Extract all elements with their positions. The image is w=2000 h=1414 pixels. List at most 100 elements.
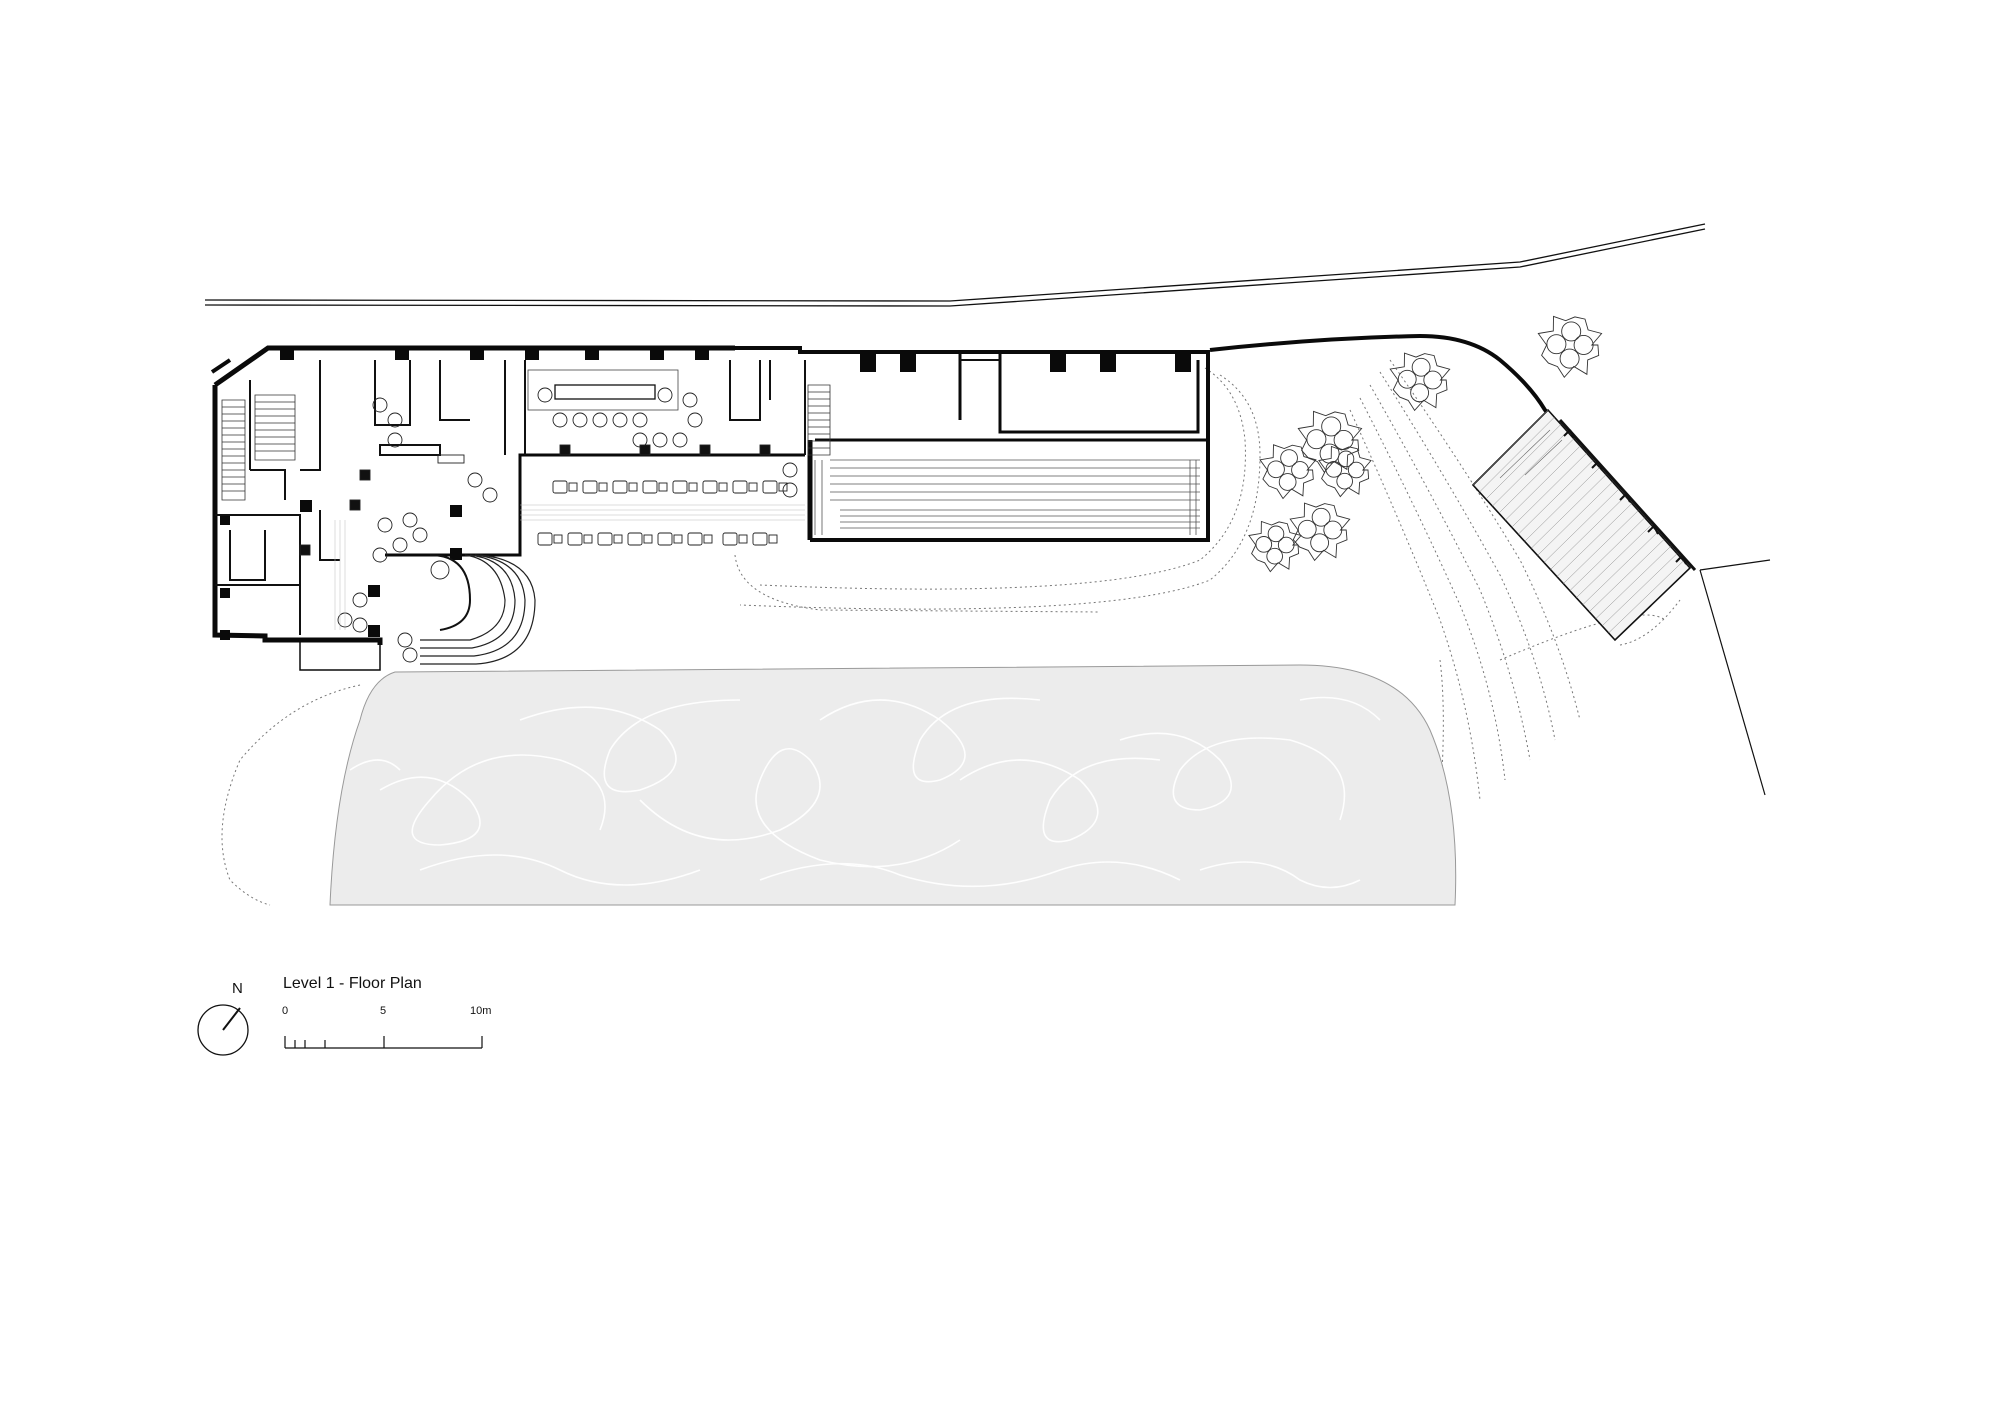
chair: [582, 480, 598, 494]
roof-hatch-line: [1569, 517, 1645, 591]
roof-hatch-line: [1563, 510, 1639, 584]
chair: [752, 532, 768, 546]
chair: [722, 532, 738, 546]
chair: [732, 480, 748, 494]
boundary-line-east: [1699, 569, 1766, 796]
chair: [657, 532, 673, 546]
tree-detail: [1410, 383, 1430, 403]
roof-hatch-line: [1576, 524, 1652, 598]
roof-hatch-line: [1485, 424, 1562, 500]
chair: [537, 532, 553, 546]
scale-label-5: 5: [380, 1005, 387, 1017]
round-table: [482, 487, 498, 503]
north-arrow: [197, 1004, 249, 1056]
roof-hatch-line: [1556, 503, 1633, 577]
round-table: [652, 432, 668, 448]
round-table: [430, 560, 450, 580]
round-table: [372, 397, 388, 413]
tree-detail: [1411, 357, 1431, 377]
table: [553, 534, 563, 544]
roof-hatch-line: [1608, 560, 1684, 634]
chair: [627, 532, 643, 546]
round-table: [657, 387, 673, 403]
round-table: [372, 547, 388, 563]
lake-swirls: [349, 696, 1381, 889]
chair: [567, 532, 583, 546]
table: [748, 482, 758, 492]
floor-hatching: [334, 504, 805, 630]
terrace-steps: [814, 459, 1200, 535]
tree-detail: [1310, 533, 1330, 553]
column: [559, 444, 571, 456]
table: [598, 482, 608, 492]
roof-hatch-line: [1505, 445, 1581, 521]
round-table: [467, 472, 483, 488]
round-table: [402, 647, 418, 663]
tree-outline: [1318, 445, 1372, 498]
tree-detail: [1333, 430, 1354, 450]
roof-hatch-line: [1518, 460, 1594, 535]
roof-hatch-line: [1479, 417, 1555, 493]
chair: [762, 480, 778, 494]
round-table: [392, 537, 408, 553]
trees: [1248, 315, 1603, 573]
interior-partitions: [215, 359, 1000, 635]
table: [673, 534, 683, 544]
round-table: [572, 412, 588, 428]
round-table: [352, 617, 368, 633]
round-table: [682, 392, 698, 408]
table: [688, 482, 698, 492]
chair: [687, 532, 703, 546]
tree-detail: [1559, 348, 1580, 369]
scale-label-10m: 10m: [470, 1005, 492, 1017]
tree-outline: [1289, 502, 1351, 562]
round-table: [782, 462, 798, 478]
building-walls: [210, 345, 1210, 671]
tree-canopy: [1259, 444, 1317, 500]
tree-detail: [1325, 461, 1343, 478]
round-table: [592, 412, 608, 428]
roof-hatch-line: [1498, 438, 1574, 514]
tree-outline: [1537, 315, 1603, 379]
tree-outline: [1248, 520, 1302, 573]
tree-detail: [1336, 472, 1353, 490]
tree-detail: [1323, 520, 1343, 540]
round-table: [552, 412, 568, 428]
tree-outline: [1389, 352, 1451, 412]
tree-detail: [1397, 369, 1417, 389]
roof-hatch-line: [1601, 553, 1678, 627]
furniture: [299, 387, 798, 663]
tree-detail: [1561, 321, 1582, 342]
table: [738, 534, 748, 544]
table: [658, 482, 668, 492]
round-table: [397, 632, 413, 648]
bar-back: [527, 369, 679, 411]
table: [628, 482, 638, 492]
tree-detail: [1337, 450, 1355, 468]
pavilion: [1471, 408, 1697, 646]
pavilion-posts: [1563, 429, 1687, 565]
round-table: [377, 517, 393, 533]
round-table: [612, 412, 628, 428]
round-table: [687, 412, 703, 428]
tree-detail: [1321, 416, 1342, 437]
table: [568, 482, 578, 492]
lake: [329, 664, 1457, 906]
tree-canopy: [1318, 445, 1372, 498]
column: [299, 544, 311, 556]
wall-piers: [220, 350, 1191, 640]
round-table: [352, 592, 368, 608]
tree-detail: [1423, 370, 1443, 390]
tree-canopy: [1248, 520, 1302, 573]
tree-detail: [1291, 461, 1309, 479]
round-table: [402, 512, 418, 528]
staircase-central: [807, 384, 831, 456]
tree-detail: [1280, 449, 1298, 467]
scale-bar: [284, 1036, 483, 1049]
tree-detail: [1297, 519, 1317, 539]
roof-hatch-line: [1537, 481, 1613, 556]
tree-detail: [1573, 335, 1594, 355]
tree-detail: [1306, 429, 1327, 450]
roof-hatch-line: [1524, 467, 1600, 542]
